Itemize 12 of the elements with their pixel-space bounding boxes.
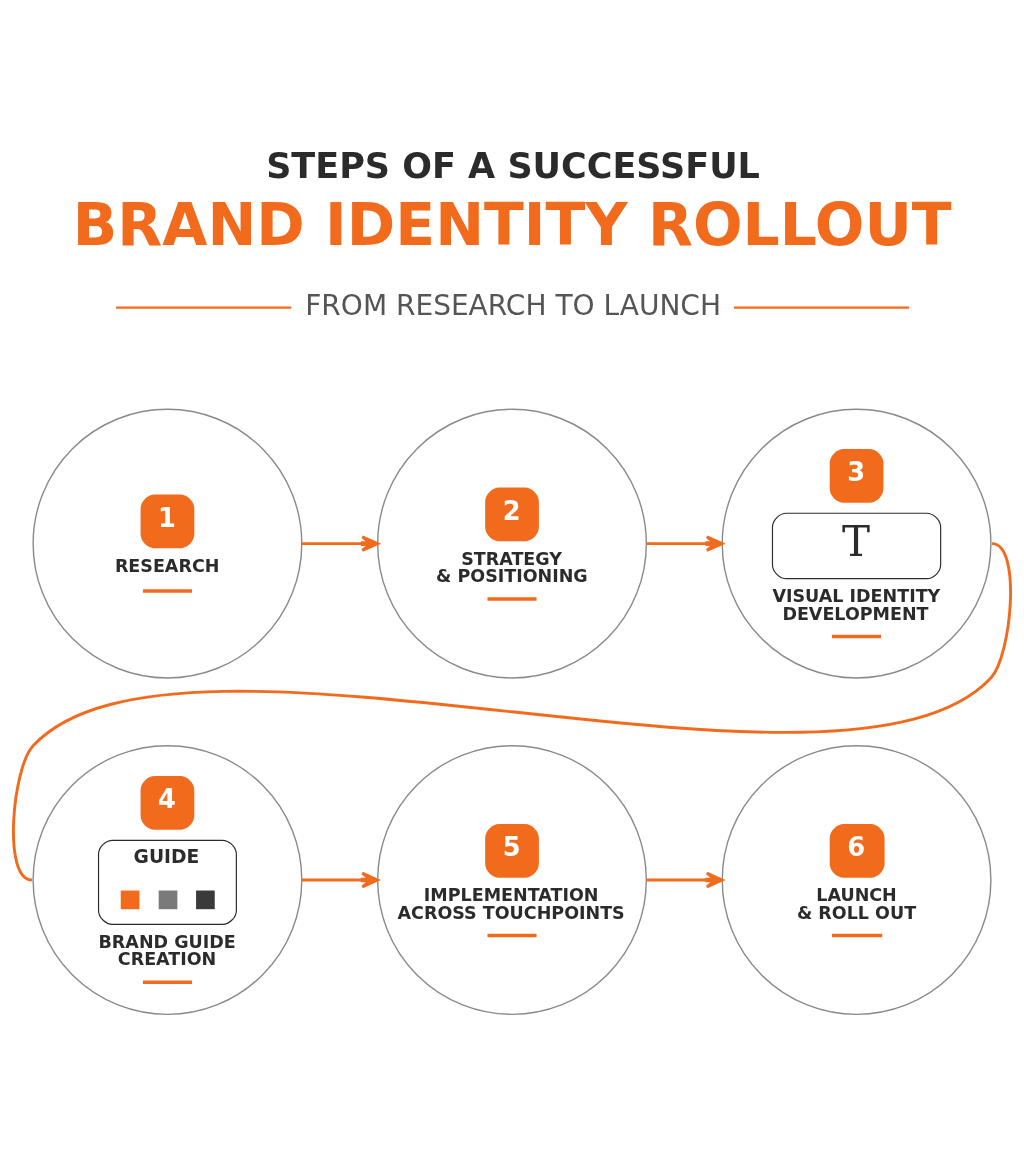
- node-circle: 5 IMPLEMENTATION ACROSS TOUCHPOINTS: [377, 744, 648, 1015]
- node-circle: 6 LAUNCH & ROLL OUT: [721, 744, 992, 1015]
- arrow: [302, 871, 379, 888]
- arrow: [646, 534, 724, 552]
- arrow: [646, 871, 724, 888]
- label: FROM RESEARCH TO LAUNCH: [305, 288, 721, 322]
- arrow: [302, 534, 379, 552]
- diagram-title: STEPS OF A SUCCESSFUL BRAND IDENTITY ROLLOUT: [72, 144, 952, 259]
- node-circle: 4 GUIDE BRAND GUIDE CREATION: [32, 744, 303, 1015]
- node-circle: 2 STRATEGY & POSITIONING: [377, 408, 648, 679]
- node-circle: 1 RESEARCH: [32, 408, 303, 679]
- node-circle: 3 T VISUAL IDENTITY DEVELOPMENT: [721, 408, 992, 679]
